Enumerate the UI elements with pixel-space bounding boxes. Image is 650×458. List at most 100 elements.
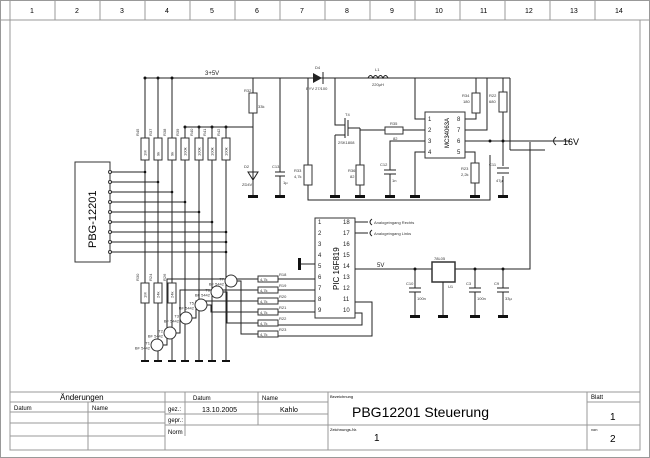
- resistor-r35: [384, 126, 404, 135]
- t4-ref: T4: [345, 112, 350, 117]
- transistor-ref: T2: [158, 329, 163, 334]
- pin-number: 8: [318, 297, 322, 303]
- capacitor-c10: [409, 269, 421, 315]
- transistor-ref: T7: [219, 277, 224, 282]
- column-number: 12: [525, 8, 533, 15]
- r36-ref: R36: [348, 168, 356, 173]
- junction: [224, 230, 228, 234]
- pin-number: 5: [457, 150, 461, 156]
- pin-number: 17: [343, 231, 350, 237]
- d4-ref: D4: [315, 65, 321, 70]
- transistor: [194, 298, 208, 312]
- d2-value: ZD4V: [242, 182, 253, 187]
- transistor-type: BF 5442: [209, 282, 225, 287]
- c11-ref: C11: [489, 162, 497, 167]
- pin-number: 8: [457, 117, 461, 123]
- mosfet-t4-icon: [334, 78, 360, 195]
- transistor: [179, 311, 193, 325]
- c12-ref: C12: [380, 162, 388, 167]
- gez-label: gez.:: [168, 407, 181, 413]
- ground-icon: [168, 360, 176, 362]
- drawing-title: PBG12201 Steuerung: [352, 404, 489, 420]
- resistor-ref: R40: [189, 128, 194, 136]
- terminal-icon: [553, 136, 557, 146]
- column-number: 4: [165, 8, 169, 15]
- transistor: [150, 338, 164, 352]
- ground-icon: [195, 360, 203, 362]
- date-header: Datum: [193, 396, 211, 402]
- pin-number: 3: [428, 139, 432, 145]
- analog-input-left: Analogeingang Links: [374, 231, 411, 236]
- junction: [156, 180, 160, 184]
- r34-ref: R34: [462, 93, 470, 98]
- resistor-value: 100k: [197, 147, 202, 156]
- junction: [210, 220, 214, 224]
- resistor: [167, 282, 177, 304]
- resistor-value: 24k: [156, 292, 161, 298]
- wire: [237, 280, 258, 335]
- r33-value: 4,7k: [294, 174, 302, 179]
- r35-ref: R35: [390, 121, 398, 126]
- transistor: [163, 326, 177, 340]
- resistor-r32: [248, 92, 258, 114]
- pin-number: 1: [428, 117, 432, 123]
- transistor-type: BF 5442: [195, 293, 211, 298]
- transistor-ref: T3: [174, 314, 179, 319]
- transistor-type: BF 5442: [135, 346, 151, 351]
- regulator-sub: U1: [448, 284, 454, 289]
- junction: [143, 76, 147, 80]
- pin-number: 6: [457, 139, 461, 145]
- resistor: [221, 137, 231, 161]
- wire: [207, 304, 258, 313]
- ground-icon: [385, 195, 395, 198]
- wire: [223, 291, 258, 324]
- pin-number: 7: [457, 128, 461, 134]
- capacitor-c11: [497, 167, 509, 174]
- resistor-ref: R24: [148, 273, 153, 281]
- r22-ref: R22: [489, 93, 497, 98]
- pin-number: 9: [318, 308, 322, 314]
- zener-d2-icon: [247, 171, 259, 181]
- column-number: 7: [300, 8, 304, 15]
- resistor: [180, 137, 190, 161]
- junction: [170, 76, 174, 80]
- resistor-r22: [498, 91, 508, 113]
- changes-name-header: Name: [92, 406, 109, 412]
- base-resistor-ref: R21: [279, 305, 287, 310]
- transistor-ref: T5: [189, 301, 194, 306]
- changes-header: Änderungen: [60, 393, 104, 402]
- von-label: von: [591, 427, 597, 432]
- pin-number: 4: [318, 253, 322, 259]
- transistor-type: BF 5442: [179, 306, 195, 311]
- resistor-value: 9k: [156, 152, 161, 156]
- ground-icon: [498, 315, 508, 318]
- resistor-ref: R37: [148, 128, 153, 136]
- junction: [501, 139, 505, 143]
- column-number: 3: [120, 8, 124, 15]
- resistor-r36: [355, 164, 365, 186]
- pin-number: 14: [343, 264, 350, 270]
- rail-label-supply: 3+5V: [205, 71, 219, 77]
- pin-number: 5: [318, 264, 322, 270]
- c11-value: 47µ: [496, 178, 503, 183]
- capacitor-c12: [384, 140, 425, 195]
- resistor-r34: [471, 92, 481, 114]
- junction: [143, 170, 147, 174]
- output-label-16v: 16V: [563, 137, 579, 147]
- wire: [199, 78, 254, 195]
- junction: [197, 210, 201, 214]
- resistor-value: 1M: [143, 292, 148, 298]
- pin-number: 2: [428, 128, 432, 134]
- ground-icon: [355, 195, 365, 198]
- base-resistor-value: 4,7k: [260, 321, 268, 326]
- title-block-grid: [10, 392, 640, 450]
- wire: [278, 301, 373, 337]
- connector-label: PBG-12201: [87, 191, 99, 248]
- r23-ref: R23: [461, 166, 469, 171]
- connector-pbg12201[interactable]: [74, 161, 111, 263]
- c13-ref: C13: [272, 164, 280, 169]
- pin-number: 10: [343, 308, 350, 314]
- junction: [473, 267, 477, 271]
